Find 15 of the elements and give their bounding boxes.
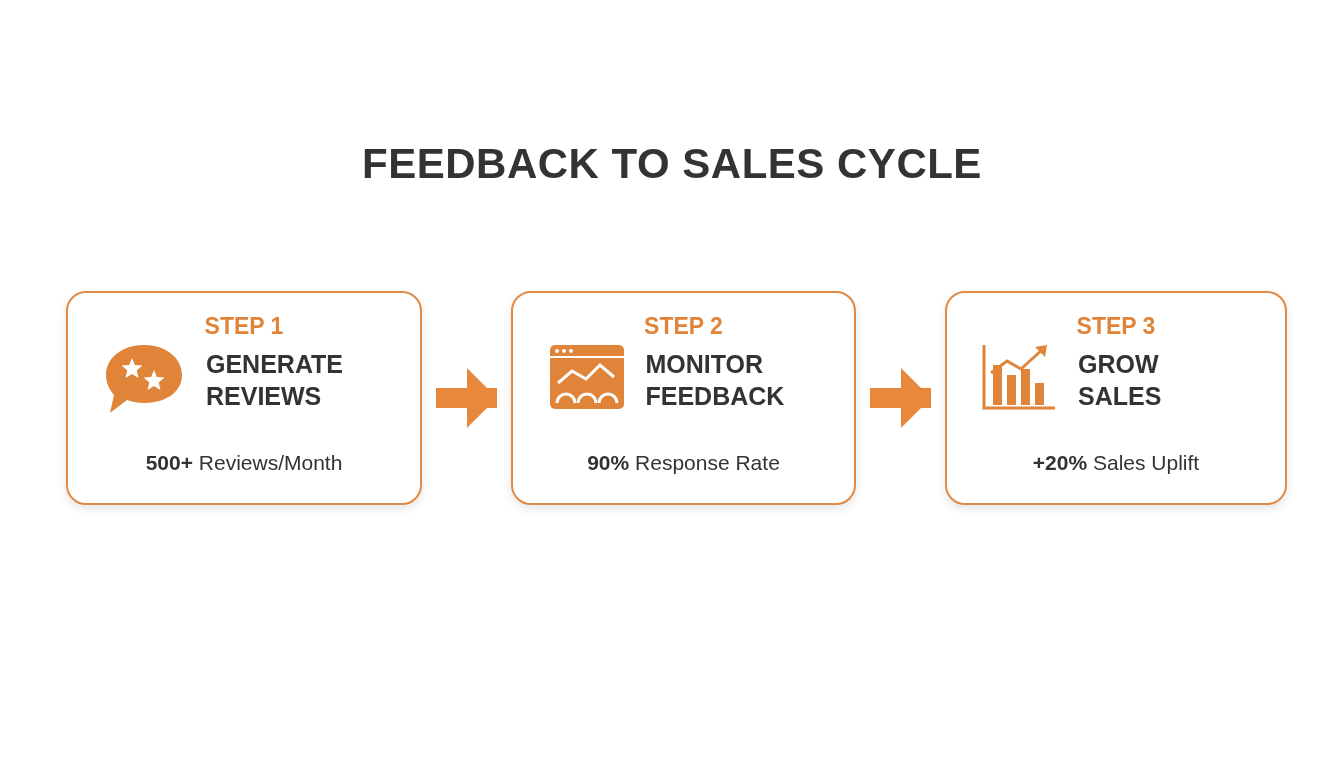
step-label: STEP 1 — [204, 313, 284, 339]
arrow — [870, 368, 931, 428]
metric-text: +20% Sales Uplift — [1032, 451, 1200, 474]
title: FEEDBACK TO SALES CYCLE — [361, 140, 983, 188]
step-card — [511, 291, 856, 505]
step-heading: MONITOR FEEDBACK — [645, 349, 786, 412]
step-card — [945, 291, 1287, 505]
step-label: STEP 3 — [1076, 313, 1156, 339]
metric-text: 90% Response Rate — [587, 451, 780, 474]
step-heading: GROW SALES — [1078, 349, 1163, 412]
metric-text: 500+ Reviews/Month — [145, 451, 343, 474]
step-heading: GENERATE REVIEWS — [206, 349, 345, 412]
step-card — [66, 291, 422, 505]
arrow — [436, 368, 497, 428]
step-label: STEP 2 — [644, 313, 723, 339]
